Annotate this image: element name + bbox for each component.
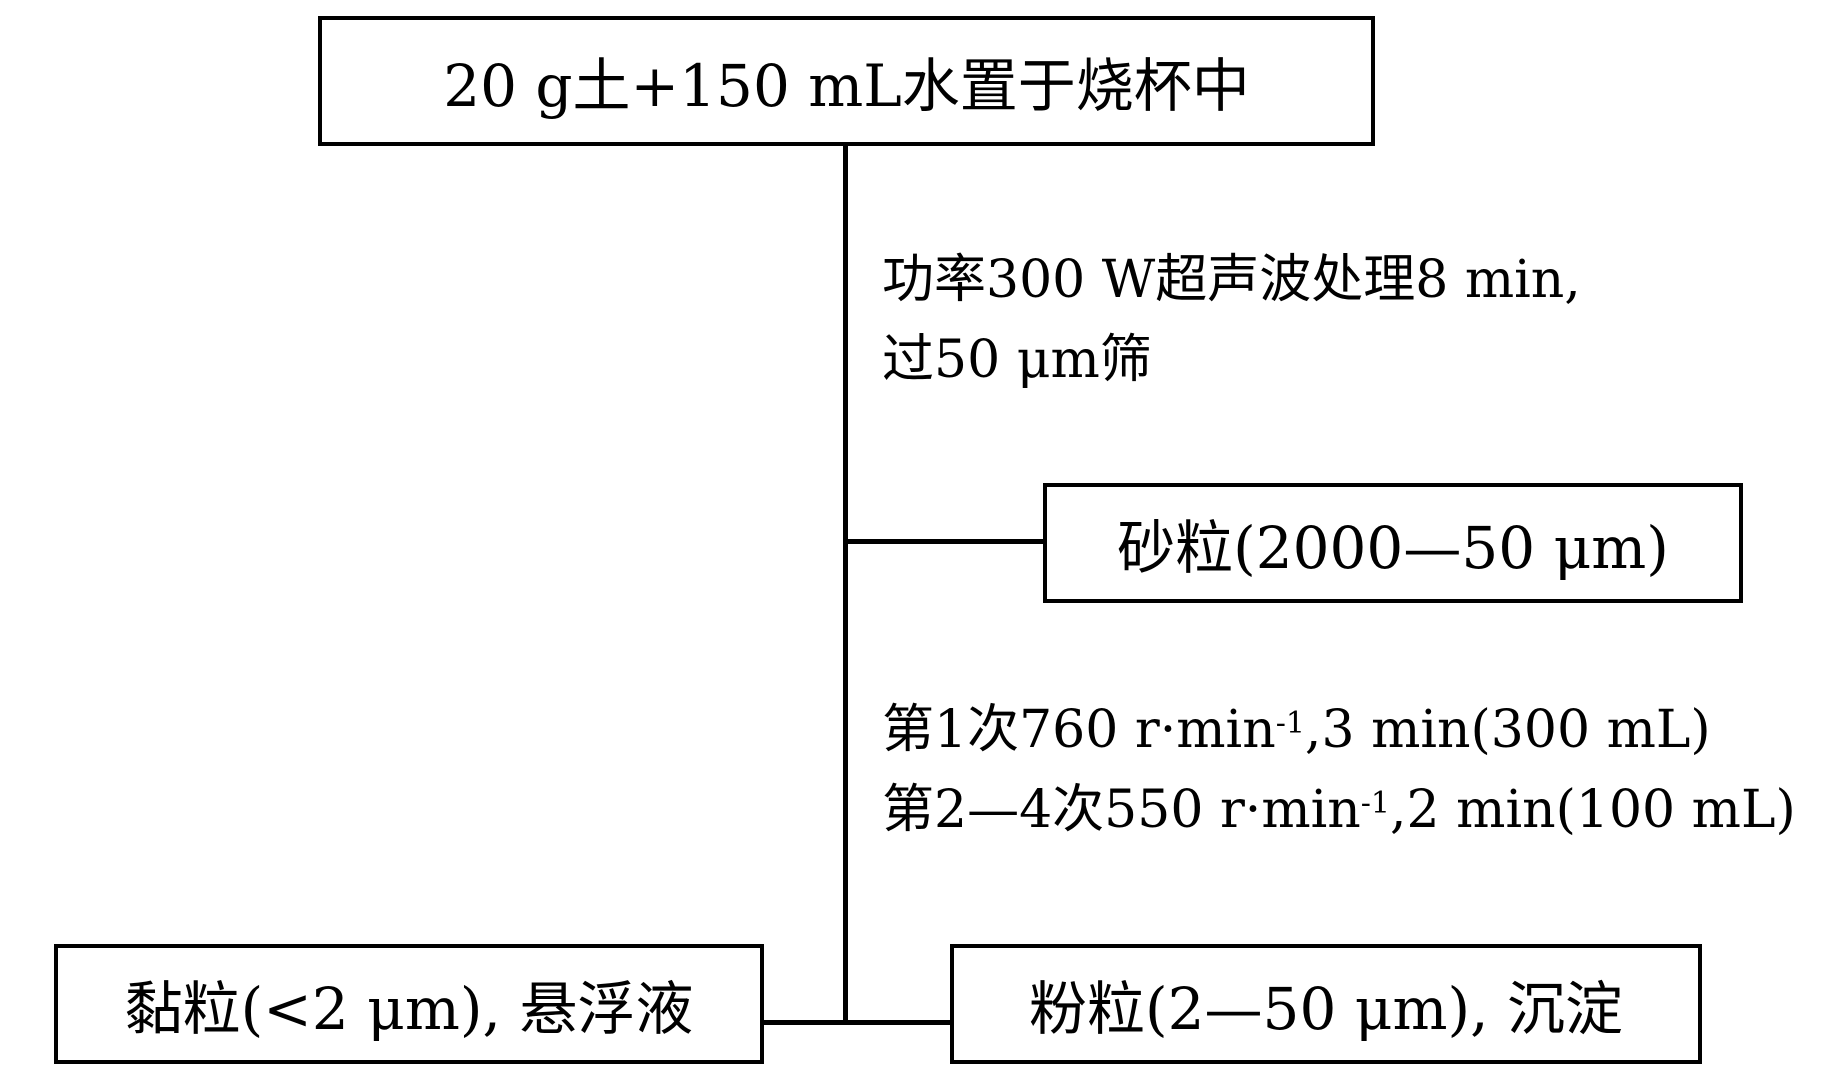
step2-line1: 第1次760 r·min-1,3 min(300 mL) xyxy=(882,690,1796,770)
sand-box-text: 砂粒(2000—50 μm) xyxy=(1117,514,1669,582)
step1-label: 功率300 W超声波处理8 min, 过50 μm筛 xyxy=(882,240,1581,400)
sand-box: 砂粒(2000—50 μm) xyxy=(1043,483,1743,603)
main-vertical-line xyxy=(843,145,848,1025)
start-box: 20 g土+150 mL水置于烧杯中 xyxy=(318,16,1375,146)
sand-branch-line xyxy=(843,539,1045,544)
clay-box-text: 黏粒(<2 μm), 悬浮液 xyxy=(124,975,694,1043)
step2-line1-post: ,3 min(300 mL) xyxy=(1304,700,1711,760)
clay-box: 黏粒(<2 μm), 悬浮液 xyxy=(54,944,764,1064)
step1-line1: 功率300 W超声波处理8 min, xyxy=(882,250,1581,310)
step2-line2-post: ,2 min(100 mL) xyxy=(1390,780,1796,840)
silt-box: 粉粒(2—50 μm), 沉淀 xyxy=(950,944,1702,1064)
step2-line2-pre: 第2—4次550 r·min xyxy=(882,780,1361,840)
bottom-branch-line xyxy=(760,1020,955,1025)
step1-line2: 过50 μm筛 xyxy=(882,330,1152,390)
silt-box-text: 粉粒(2—50 μm), 沉淀 xyxy=(1029,975,1623,1043)
step2-label: 第1次760 r·min-1,3 min(300 mL) 第2—4次550 r·… xyxy=(882,690,1796,850)
step2-line1-sup: -1 xyxy=(1275,706,1305,741)
step2-line2-sup: -1 xyxy=(1360,786,1391,821)
start-box-text: 20 g土+150 mL水置于烧杯中 xyxy=(443,52,1250,120)
step2-line2: 第2—4次550 r·min-1,2 min(100 mL) xyxy=(882,770,1796,850)
step2-line1-pre: 第1次760 r·min xyxy=(882,700,1276,760)
